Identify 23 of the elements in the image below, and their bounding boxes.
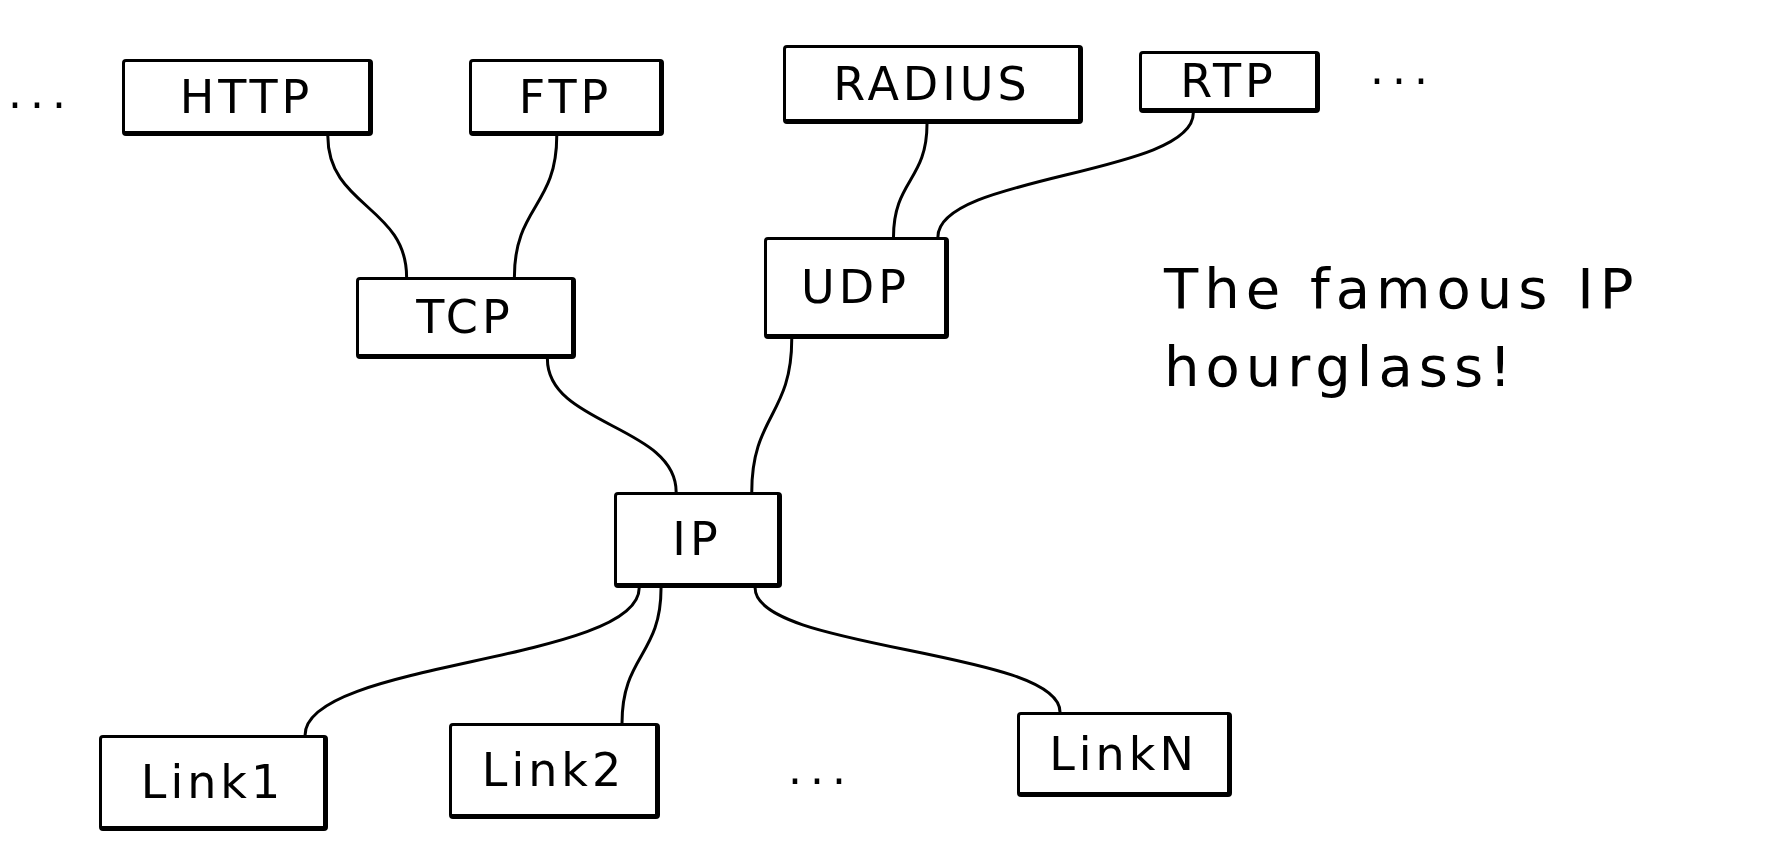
ellipsis-text: ... xyxy=(8,66,75,120)
ellipsis-text: ... xyxy=(1370,42,1437,96)
protocol-box: LinkN xyxy=(1017,712,1232,797)
protocol-box: Link1 xyxy=(99,735,328,831)
connector-line xyxy=(892,123,929,238)
protocol-box: HTTP xyxy=(122,59,373,136)
connector-line xyxy=(303,587,641,736)
connector-line xyxy=(753,587,1062,713)
protocol-box: IP xyxy=(614,492,782,588)
protocol-box: RTP xyxy=(1139,51,1320,113)
connector-line xyxy=(936,112,1195,238)
protocol-box: Link2 xyxy=(449,723,660,819)
protocol-box: FTP xyxy=(469,59,664,136)
connector-line xyxy=(512,135,559,278)
protocol-box: RADIUS xyxy=(783,45,1083,124)
protocol-box: TCP xyxy=(356,277,576,359)
ellipsis-text: ... xyxy=(788,742,855,796)
note-text: The famous IP hourglass! xyxy=(1164,255,1641,402)
connector-line xyxy=(545,358,678,493)
connector-line xyxy=(326,135,409,278)
connector-line xyxy=(750,338,794,493)
protocol-box: UDP xyxy=(764,237,949,339)
connector-line xyxy=(620,587,663,724)
